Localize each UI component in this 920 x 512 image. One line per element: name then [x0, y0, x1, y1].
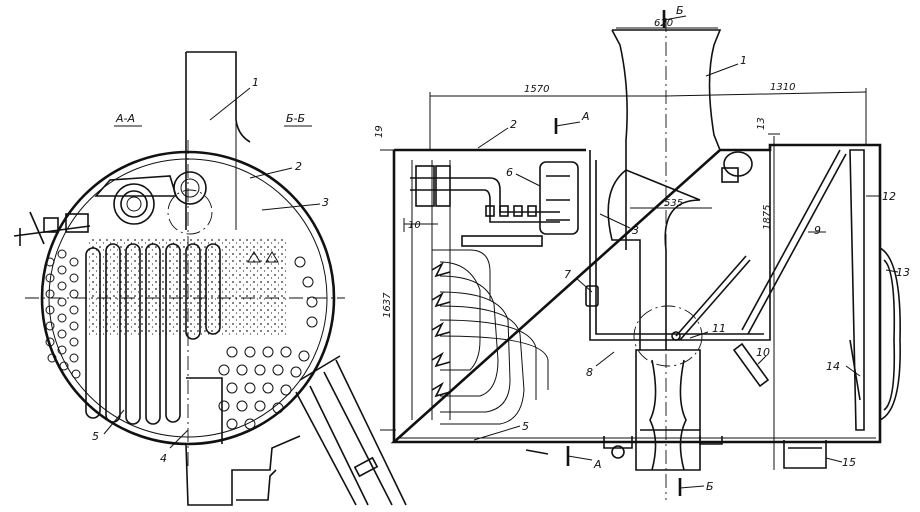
section-b-b-label: Б-Б: [286, 112, 305, 125]
cut-mark-a-top: А: [581, 110, 590, 123]
callout-right-15: 15: [842, 456, 856, 469]
callout-right-13: 13: [896, 266, 910, 279]
dim-1637: 1637: [382, 292, 393, 318]
dim-535: 535: [664, 198, 683, 209]
callout-right-12: 12: [882, 190, 896, 203]
callout-left-2: 2: [295, 160, 302, 173]
cut-mark-b-bottom: Б: [706, 480, 714, 493]
tube-plate-lower: [218, 256, 318, 430]
longitudinal-view: 620 1570 1310 535 1875 1637 19 10 13 Б А…: [374, 4, 910, 500]
flue-duct: [607, 169, 701, 350]
drain-fittings: [525, 436, 827, 469]
valve-assembly: [13, 211, 91, 246]
dim-1310: 1310: [770, 82, 795, 93]
callout-right-2: 2: [510, 118, 517, 131]
steam-dome: [94, 171, 213, 235]
callout-left-1: 1: [252, 76, 259, 89]
callout-right-7: 7: [564, 268, 571, 281]
fire-tubes: [411, 160, 549, 425]
section-a-a-label: А-А: [115, 112, 135, 125]
inclined-pipe: [295, 355, 407, 506]
burner-nozzle: [633, 305, 703, 471]
dim-1875: 1875: [762, 205, 773, 230]
dimension-lines: [380, 27, 867, 470]
callout-right-8: 8: [586, 366, 593, 379]
burner-zone: [85, 238, 288, 425]
callout-left-3: 3: [322, 196, 329, 209]
callout-right-3: 3: [632, 224, 639, 237]
chimney-stack: [185, 51, 251, 230]
callout-right-9: 9: [814, 224, 821, 237]
callout-right-5: 5: [522, 420, 529, 433]
dim-10: 10: [408, 220, 421, 231]
ash-pit: [185, 377, 301, 506]
dim-19: 19: [374, 125, 385, 138]
tube-plate-left: [45, 249, 81, 379]
burner-flames: [431, 261, 451, 398]
cut-mark-a-bottom: А: [593, 458, 602, 471]
callout-right-10: 10: [756, 346, 770, 359]
cross-section-view: А-А Б-Б 1 2 3 4 5: [13, 51, 407, 506]
callout-right-11: 11: [712, 322, 726, 335]
deflector-plate: [671, 149, 847, 388]
callout-right-1: 1: [740, 54, 747, 67]
callout-left-4: 4: [160, 452, 167, 465]
dim-13: 13: [756, 117, 767, 130]
dim-1570: 1570: [524, 84, 549, 95]
top-burner: [721, 151, 753, 183]
cut-mark-b-top: Б: [676, 4, 684, 17]
callout-right-14: 14: [826, 360, 840, 373]
callout-right-6: 6: [506, 166, 513, 179]
steam-header: [410, 161, 579, 247]
section-markers: [554, 10, 682, 496]
callout-left-5: 5: [92, 430, 99, 443]
